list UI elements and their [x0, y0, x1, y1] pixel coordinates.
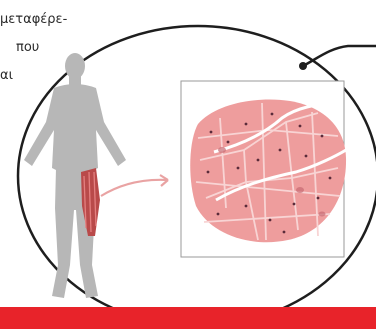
text-fragment-3: αι [0, 68, 13, 84]
text-fragment-2: που [16, 40, 39, 56]
red-banner [0, 307, 376, 329]
text-fragment-1: μεταφέρε- [0, 12, 67, 28]
leader-dot [299, 62, 307, 70]
muscle-tissue-cross-section-icon [190, 100, 346, 243]
